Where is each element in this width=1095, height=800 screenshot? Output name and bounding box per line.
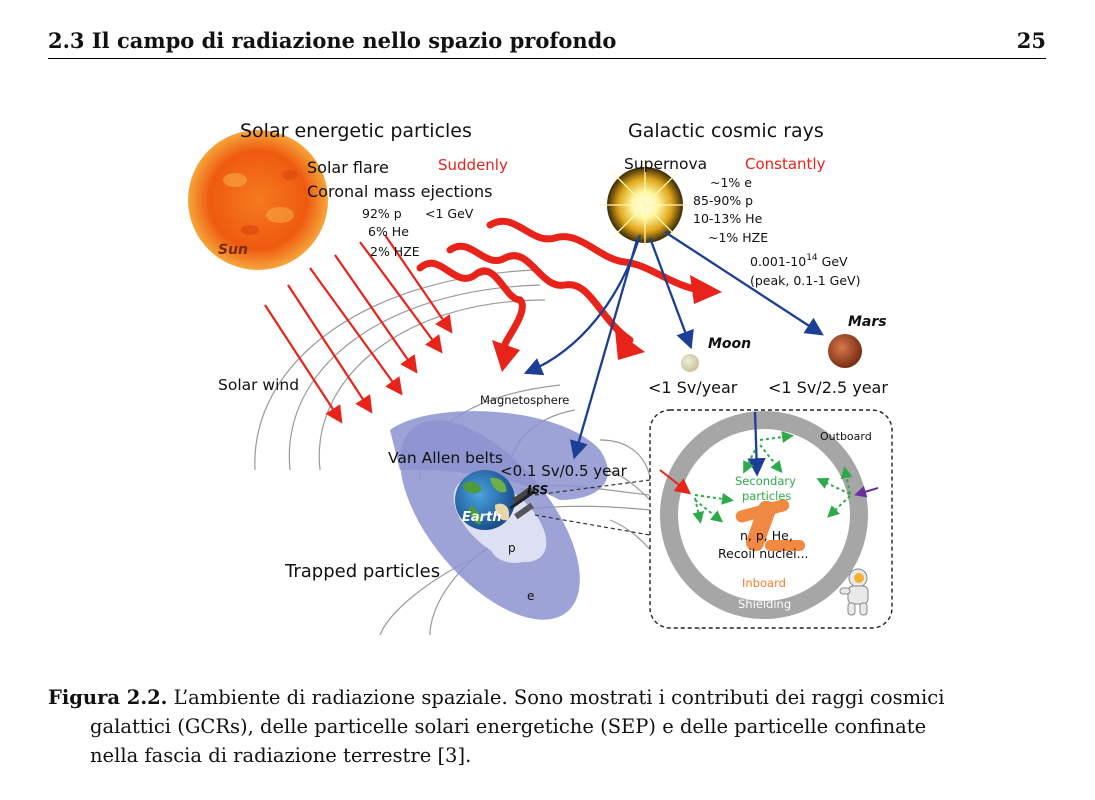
trapped-label: Trapped particles (284, 561, 440, 582)
gcr-title: Galactic cosmic rays (628, 120, 824, 142)
page-number: 25 (1016, 28, 1046, 53)
sep-comp-hze: 2% HZE (370, 244, 420, 259)
caption-label: Figura 2.2. (48, 686, 168, 709)
nuclei-label-2: Recoil nuclei... (718, 546, 809, 561)
secondary-label-1: Secondary (735, 474, 796, 488)
secondary-label-2: particles (742, 489, 791, 503)
figure-caption: Figura 2.2. L’ambiente di radiazione spa… (48, 683, 1048, 770)
magnetosphere-label: Magnetosphere (480, 393, 569, 407)
radiation-figure: Solar energetic particles Galactic cosmi… (188, 120, 893, 636)
proton-label: p (508, 541, 516, 555)
sep-energy: <1 GeV (425, 206, 474, 221)
astronaut-icon (839, 568, 869, 616)
solar-flare-label: Solar flare (307, 158, 389, 177)
mars-dose: <1 Sv/2.5 year (768, 378, 888, 397)
running-header: 2.3 Il campo di radiazione nello spazio … (48, 28, 1046, 59)
gcr-peak: (peak, 0.1-1 GeV) (750, 273, 860, 288)
section-title: 2.3 Il campo di radiazione nello spazio … (48, 28, 617, 53)
sep-title: Solar energetic particles (240, 120, 472, 142)
mars-label: Mars (848, 314, 887, 330)
moon-label: Moon (708, 336, 751, 352)
van-allen-label: Van Allen belts (388, 449, 503, 467)
solar-wind-arrows (264, 234, 453, 424)
earth-label: Earth (462, 510, 502, 525)
gcr-comp-he: 10-13% He (693, 211, 763, 226)
caption-text-2: galattici (GCRs), delle particelle solar… (90, 715, 927, 738)
mars-icon (828, 334, 862, 368)
gcr-comp-p: 85-90% p (693, 193, 753, 208)
sep-comp-p: 92% p (362, 206, 402, 221)
iss-icon (509, 486, 536, 520)
earth-icon (455, 470, 515, 530)
electron-label: e (527, 589, 534, 603)
moon-icon (681, 354, 699, 372)
sun-label: Sun (218, 242, 248, 258)
gcr-energy: 0.001-1014 GeV (750, 253, 848, 269)
sep-comp-he: 6% He (368, 224, 409, 239)
gcr-comp-e: ~1% e (710, 175, 752, 190)
sun-icon (188, 130, 328, 270)
iss-label: ISS (527, 483, 548, 497)
sep-wavy-arrows (416, 217, 704, 349)
suddenly-label: Suddenly (438, 156, 508, 174)
inboard-label: Inboard (742, 576, 786, 590)
solar-wind-label: Solar wind (218, 376, 299, 394)
gcr-comp-hze: ~1% HZE (708, 230, 768, 245)
caption-text-3: nella fascia di radiazione terrestre [3]… (90, 744, 472, 767)
nuclei-label-1: n, p, He, (740, 528, 793, 543)
iss-dose: <0.1 Sv/0.5 year (500, 462, 628, 480)
gcr-arrows (523, 231, 824, 460)
shielding-label: Shielding (738, 597, 791, 611)
supernova-label: Supernova (624, 155, 707, 173)
cme-label: Coronal mass ejections (307, 182, 493, 201)
constantly-label: Constantly (745, 155, 826, 173)
outboard-label: Outboard (820, 430, 872, 443)
supernova-icon (600, 160, 690, 250)
spacecraft-inset (649, 409, 893, 629)
caption-text-1: L’ambiente di radiazione spaziale. Sono … (167, 686, 945, 709)
moon-dose: <1 Sv/year (648, 378, 738, 397)
